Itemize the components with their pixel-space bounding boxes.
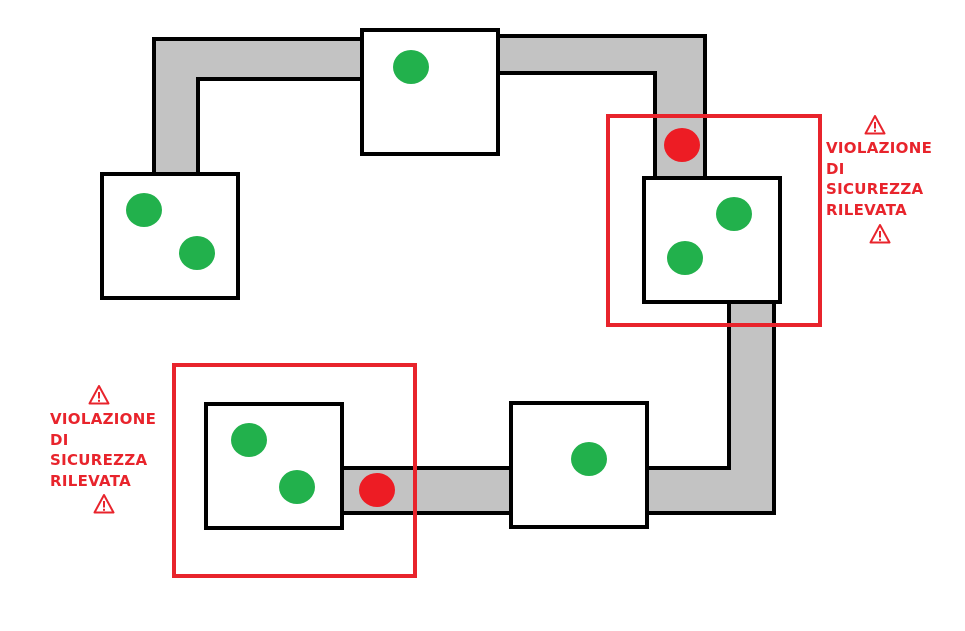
ok-dot [231, 423, 267, 457]
ok-dot [571, 442, 607, 476]
node-box-bottom-left [204, 402, 344, 530]
ok-dot [179, 236, 215, 270]
warning-triangle-icon [864, 115, 886, 135]
alert-label-right: VIOLAZIONE DI SICUREZZA RILEVATA [826, 139, 933, 219]
breach-dot [359, 473, 395, 507]
node-box-right [642, 176, 782, 304]
ok-dot [716, 197, 752, 231]
status-dots [126, 50, 752, 507]
ok-dot [279, 470, 315, 504]
alert-label-left: VIOLAZIONE DI SICUREZZA RILEVATA [50, 410, 157, 490]
warning-triangle-icon [93, 494, 115, 514]
node-box-left [100, 172, 240, 300]
ok-dot [126, 193, 162, 227]
breach-highlights [172, 114, 822, 578]
nodes [100, 28, 782, 530]
breach-highlight-frame-right [606, 114, 822, 327]
ok-dot [393, 50, 429, 84]
node-box-top [360, 28, 500, 156]
warning-triangle-icon [88, 385, 110, 405]
pipe-right-vertical [645, 299, 776, 515]
warning-triangle-icon [869, 224, 891, 244]
breach-dot [664, 128, 700, 162]
breach-highlight-frame-left [172, 363, 417, 578]
ok-dot [667, 241, 703, 275]
pipe-top-left [152, 37, 365, 176]
